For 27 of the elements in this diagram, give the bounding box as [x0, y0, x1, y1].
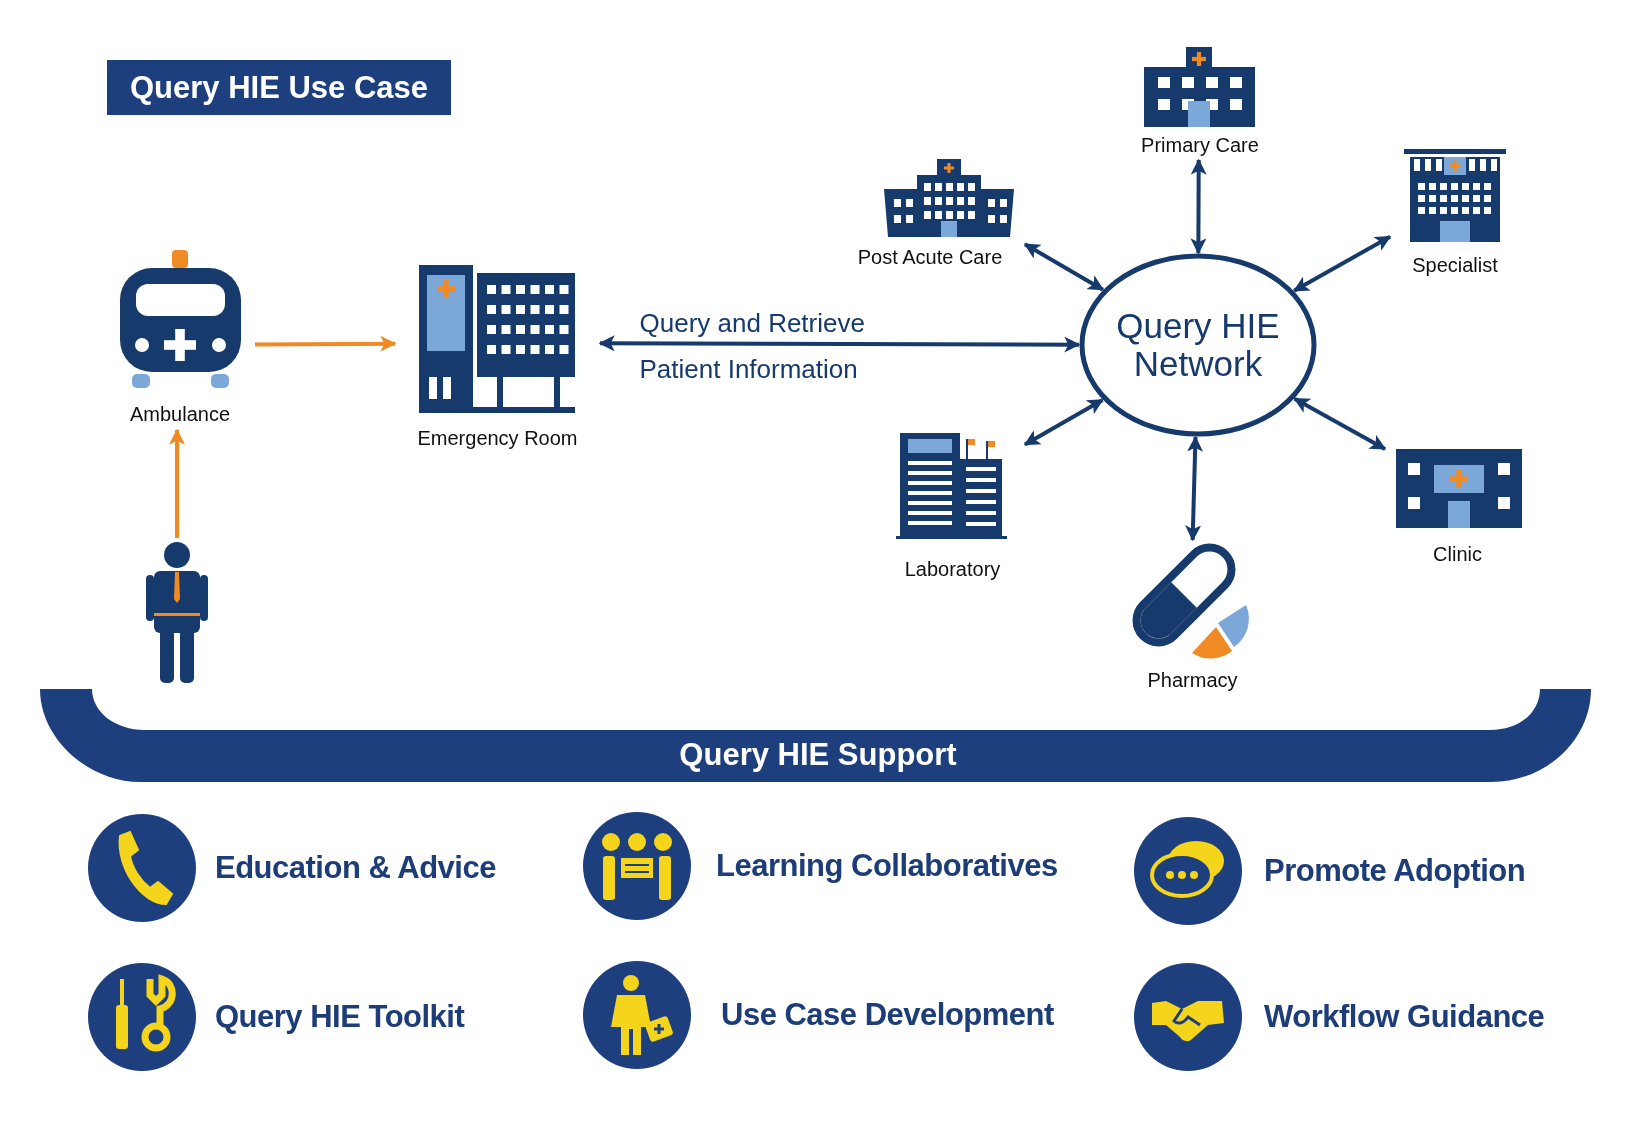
double-arrow	[1185, 435, 1204, 542]
place-label: Emergency Room	[416, 426, 579, 450]
edge-label: Query and Retrieve Patient Information	[639, 306, 866, 386]
band-heading: Query HIE Support	[678, 736, 958, 774]
support-item-label: Use Case Development	[721, 996, 1054, 1034]
title-banner: Query HIE Use Case	[107, 60, 451, 115]
double-arrow	[598, 335, 1081, 353]
place-label: Pharmacy	[1146, 668, 1239, 692]
double-arrow	[1190, 158, 1207, 255]
double-arrow	[1293, 396, 1387, 451]
double-arrow	[1292, 234, 1392, 293]
double-arrow	[1023, 398, 1104, 447]
place-label: Clinic	[1432, 542, 1483, 566]
double-arrow	[1023, 242, 1105, 292]
place-label: Primary Care	[1140, 133, 1260, 157]
support-item-label: Promote Adoption	[1264, 852, 1526, 890]
support-item-label: Education & Advice	[215, 849, 496, 887]
support-item-label: Query HIE Toolkit	[215, 998, 465, 1036]
support-item-label: Workflow Guidance	[1264, 998, 1545, 1036]
place-label: Post Acute Care	[856, 245, 1004, 269]
place-label: Specialist	[1411, 253, 1499, 277]
place-label: Laboratory	[903, 557, 1002, 581]
arrow	[255, 335, 397, 352]
place-label: Ambulance	[128, 402, 232, 426]
arrow	[169, 428, 185, 538]
support-item-label: Learning Collaboratives	[716, 847, 1058, 885]
network-label: Query HIE Network	[1115, 307, 1281, 383]
